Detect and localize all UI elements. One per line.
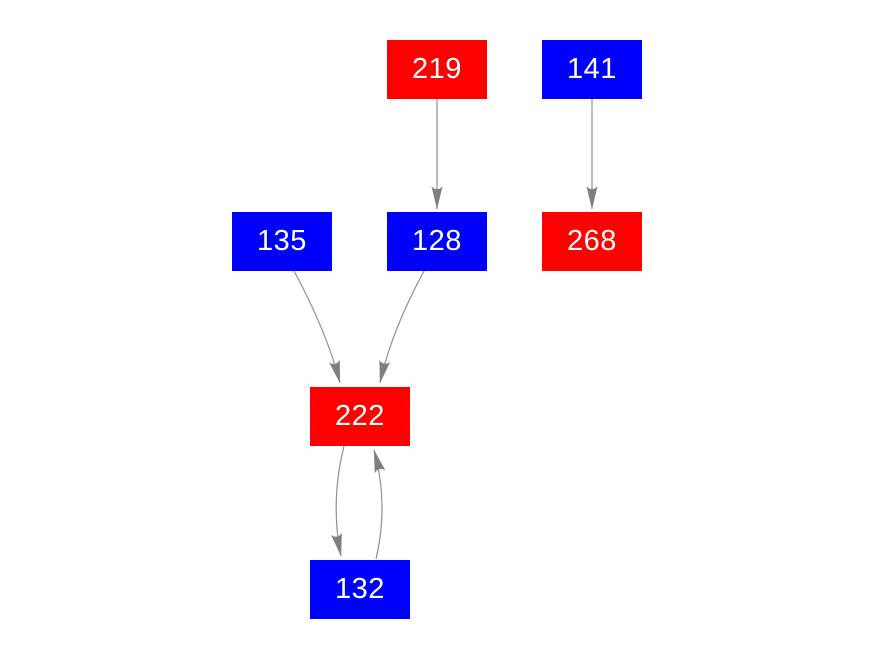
graph-node-132: 132 [310, 560, 410, 619]
graph-node-141: 141 [542, 40, 642, 99]
graph-node-219: 219 [387, 40, 487, 99]
node-label-268: 268 [567, 225, 617, 257]
node-label-135: 135 [257, 225, 307, 257]
node-label-141: 141 [567, 53, 617, 85]
edge-128-to-222 [379, 270, 425, 384]
node-label-222: 222 [335, 400, 385, 432]
graph-node-222: 222 [310, 387, 410, 446]
graph-node-268: 268 [542, 212, 642, 271]
node-label-128: 128 [412, 225, 462, 257]
edge-132-to-222 [373, 449, 386, 560]
edge-135-to-222 [293, 270, 341, 384]
node-label-219: 219 [412, 53, 462, 85]
graph-node-128: 128 [387, 212, 487, 271]
graph-node-135: 135 [232, 212, 332, 271]
edge-222-to-132 [330, 445, 345, 557]
node-label-132: 132 [335, 573, 385, 605]
